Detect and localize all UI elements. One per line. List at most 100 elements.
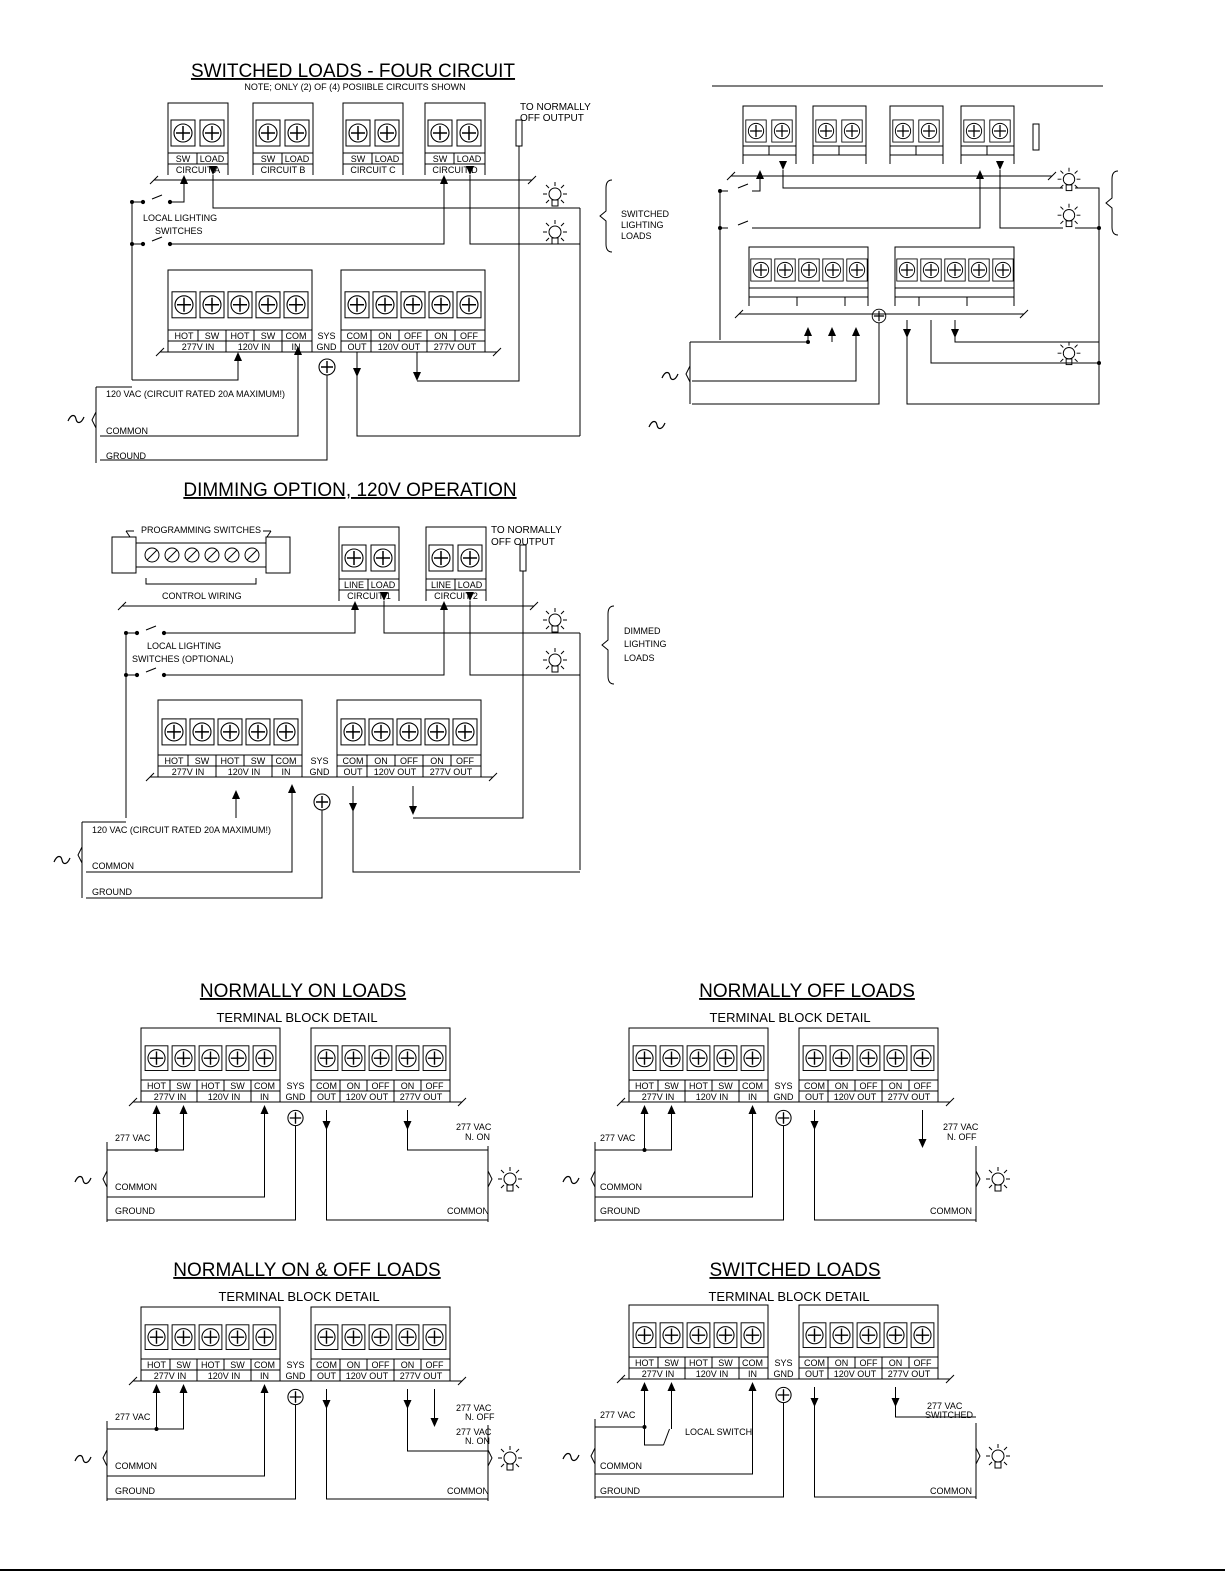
gnd-label: GND xyxy=(286,1092,307,1102)
arrow-head xyxy=(322,1400,331,1409)
label-cell-divider xyxy=(339,1091,395,1102)
common-wire xyxy=(107,1110,265,1198)
input-screw-terminal xyxy=(659,1045,684,1072)
load-label: LOAD xyxy=(371,580,396,590)
input-screw-terminal xyxy=(171,291,197,319)
label-cell-divider xyxy=(684,1368,740,1379)
out-wire-2 xyxy=(954,320,1099,343)
control-bus-line xyxy=(726,171,1057,181)
terminal-label: ON xyxy=(401,1360,415,1370)
label-cell-divider xyxy=(225,341,283,352)
load-label: LOAD xyxy=(458,580,483,590)
dimming-loads-3: LOADS xyxy=(624,653,655,663)
output-screw-terminal xyxy=(428,291,454,319)
terminal-group-label: 120V OUT xyxy=(834,1092,877,1102)
output-screw-terminal xyxy=(422,1324,447,1351)
normally-on-off-title: NORMALLY ON & OFF LOADS xyxy=(173,1260,440,1281)
input-screw-terminal xyxy=(686,1322,711,1349)
terminal-label: COM xyxy=(742,1358,763,1368)
switch-line-a xyxy=(131,180,185,380)
lamp-icon xyxy=(497,1166,523,1192)
terminal-label: SW xyxy=(664,1358,679,1368)
terminal-group-label: 120V IN xyxy=(208,1092,241,1102)
four-circuit-common: COMMON xyxy=(106,426,148,436)
output-block-housing xyxy=(340,269,486,331)
program-dip-switch xyxy=(164,547,180,563)
gnd-label: GND xyxy=(774,1369,795,1379)
supply-brace xyxy=(102,1421,108,1501)
com-out-wire xyxy=(906,320,1100,405)
label-cell-divider xyxy=(684,1091,740,1102)
gnd-label: GND xyxy=(317,342,338,352)
switched-out-1: 277 VAC xyxy=(927,1401,963,1411)
dimming-local-1: LOCAL LIGHTING xyxy=(147,641,221,651)
arrow-head xyxy=(667,1382,676,1391)
terminal-group-label: IN xyxy=(282,767,291,777)
ac-source-symbol xyxy=(74,1454,92,1464)
arrow-head xyxy=(756,170,764,179)
output-screw-terminal xyxy=(372,291,398,319)
dimming-local-2: SWITCHES (OPTIONAL) xyxy=(132,654,234,664)
dimming-loads-2: LIGHTING xyxy=(624,639,667,649)
terminal-label: COM xyxy=(343,756,364,766)
switch-contact xyxy=(161,630,167,636)
input-screw-terminal xyxy=(273,718,299,746)
output-screw-terminal xyxy=(368,1045,393,1072)
terminal-group-label: IN xyxy=(748,1369,757,1379)
common-in-wire xyxy=(86,790,293,873)
to-normally-off-wire xyxy=(413,571,524,819)
terminal-label: HOT xyxy=(231,331,251,341)
arrow-head xyxy=(322,1121,331,1130)
output-screw-terminal xyxy=(341,1324,366,1351)
input-block-housing xyxy=(748,246,869,289)
arrow-head xyxy=(852,327,860,336)
input-screw-terminal xyxy=(171,1045,196,1072)
input-screw-terminal xyxy=(189,718,215,746)
terminal-label: OFF xyxy=(404,331,422,341)
program-dip-slot xyxy=(166,549,178,561)
output-screw-terminal xyxy=(424,718,450,746)
second-diagram-unlabeled xyxy=(648,85,1119,430)
circuit-label-frame xyxy=(342,153,404,175)
input-screw-terminal xyxy=(798,258,820,282)
terminal-group-label: 120V OUT xyxy=(374,767,417,777)
terminal-label: ON xyxy=(889,1081,903,1091)
arrow-head xyxy=(152,1384,161,1393)
ground-bus-line xyxy=(128,1097,467,1107)
terminal-group-label: IN xyxy=(292,342,301,352)
label-cell-divider xyxy=(827,1368,883,1379)
switched-vac: 277 VAC xyxy=(600,1410,636,1420)
input-screw-terminal xyxy=(713,1045,738,1072)
junction-dot xyxy=(1097,226,1101,230)
supply-brace-top xyxy=(689,341,720,404)
terminal-label: OFF xyxy=(914,1081,932,1091)
supply-brace-mid xyxy=(685,365,691,383)
program-dip-slot xyxy=(246,549,258,561)
dimming-prog: PROGRAMMING SWITCHES xyxy=(141,525,261,535)
output-screw-terminal xyxy=(314,1045,339,1072)
load-label: LOAD xyxy=(285,154,310,164)
input-screw-terminal xyxy=(225,1324,250,1351)
terminal-label: ON xyxy=(374,756,388,766)
switch-line-1 xyxy=(719,175,761,340)
input-screw-terminal xyxy=(283,291,309,319)
normally-off-out-1: 277 VAC xyxy=(943,1122,979,1132)
dimming-title: DIMMING OPTION, 120V OPERATION xyxy=(183,480,516,501)
switched-common: COMMON xyxy=(600,1461,642,1471)
arrow-head xyxy=(403,1121,412,1130)
sys-ground-symbol xyxy=(871,308,887,324)
output-screw-terminal xyxy=(396,718,422,746)
terminal-group-label: OUT xyxy=(805,1369,825,1379)
input-screw-terminal xyxy=(144,1045,169,1072)
output-screw-terminal xyxy=(400,291,426,319)
switch-contact xyxy=(161,672,167,678)
ac-source-symbol-2 xyxy=(648,420,666,430)
input-screw-terminal xyxy=(198,1324,223,1351)
circuit-screw-terminal xyxy=(771,119,793,143)
normally-on-off-ground: GROUND xyxy=(115,1486,155,1496)
circuit-screw-terminal xyxy=(427,119,453,147)
circuit-label-frame xyxy=(424,153,486,175)
load-line-a xyxy=(212,175,580,209)
terminal-group-label: 120V OUT xyxy=(346,1092,389,1102)
output-screw-terminal xyxy=(883,1045,908,1072)
